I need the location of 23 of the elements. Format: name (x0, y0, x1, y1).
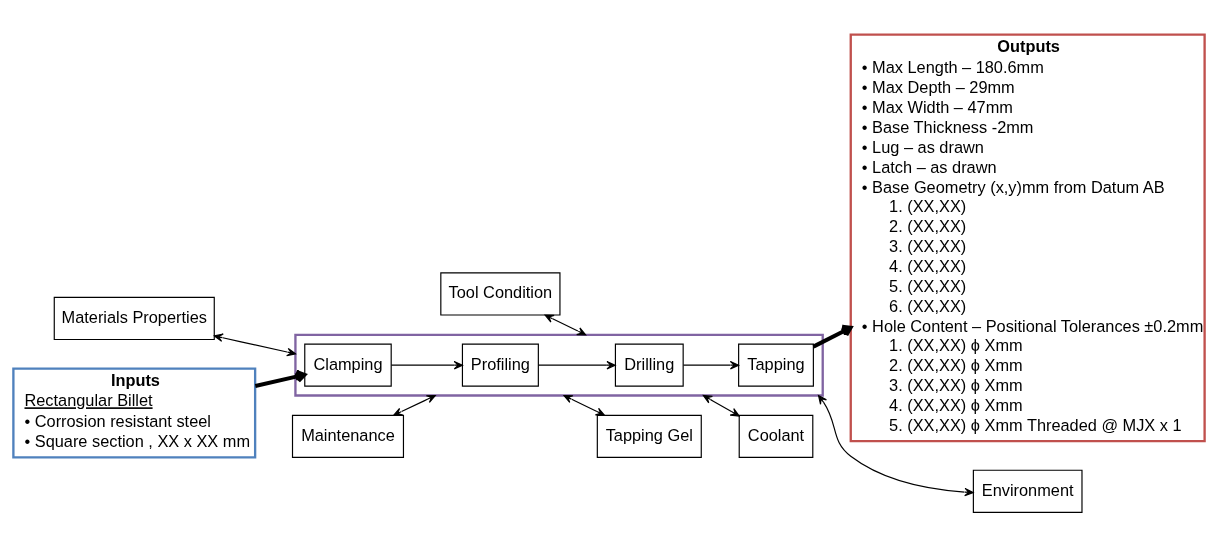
node-box: Tapping (738, 343, 814, 387)
node-box: Maintenance (291, 414, 405, 459)
node-box: Clamping (304, 343, 392, 387)
arrow (213, 333, 296, 357)
arrow (563, 394, 605, 416)
node-box: Materials Properties (53, 296, 215, 341)
arrow (544, 314, 587, 336)
node-box: Environment (972, 469, 1083, 513)
arrow (393, 394, 436, 416)
arrow (682, 360, 740, 370)
arrow (537, 360, 616, 370)
node-box: Tapping Gel (596, 414, 702, 459)
arrow (812, 324, 853, 349)
node-box: Drilling (614, 343, 684, 387)
arrow (254, 369, 307, 388)
node-box: Inputs Rectangular Billet • Corrosion resistant steel • Square section , XX x XX mm (12, 367, 257, 459)
node-box: Profiling (461, 343, 539, 387)
node-box: Coolant (738, 414, 814, 459)
node-box: Outputs • Max Length – 180.6mm • Max Depth – 29mm • Max Width – 47mm • Base Thickness -2mm • Lug – as drawn • Latch – as drawn • Base Geometry (x,y)mm from Datum AB 1. (XX,XX) 2. (XX,XX) 3. (XX,XX) 4. (XX,XX) 5. (XX,XX) 6. (XX,XX) • Hole Content – Positional Tolerances ±0.2mm 1. (XX,XX) ϕ Xmm 2. (XX,XX) ϕ Xmm 3. (XX,XX) ϕ Xmm 4. (XX,XX) ϕ Xmm 5. (XX,XX) ϕ Xmm Threaded @ MJX x 1 (849, 33, 1206, 443)
arrow (390, 360, 463, 370)
arrow (702, 394, 740, 417)
arrow (817, 394, 974, 497)
node-box: Tool Condition (440, 272, 561, 316)
